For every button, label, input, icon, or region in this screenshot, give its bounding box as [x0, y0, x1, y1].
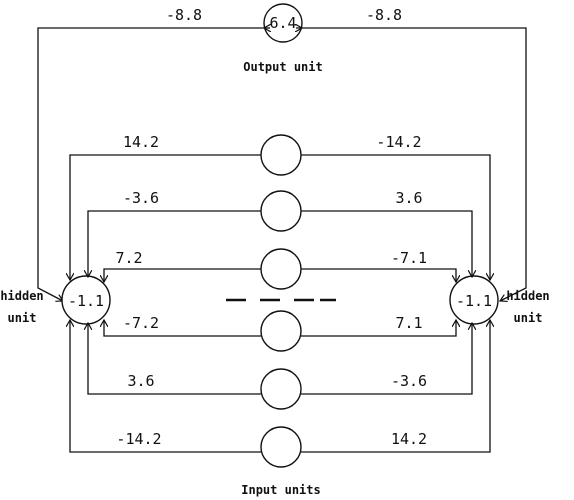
input-unit-1 [260, 134, 302, 176]
input-6-weight-left: -14.2 [116, 430, 161, 448]
input-2-weight-left: -3.6 [123, 189, 159, 207]
input-3-to-left-hidden-link [104, 268, 261, 282]
input-6-to-left-hidden-link [70, 320, 261, 453]
output-to-left-hidden-link [37, 27, 264, 301]
output-unit-value: 6.4 [269, 14, 296, 32]
hidden-unit-left-caption-1: hidden [0, 289, 43, 303]
hidden-unit-right-caption-2: unit [514, 311, 543, 325]
hidden-unit-right-caption-1: hidden [506, 289, 549, 303]
input-1-weight-left: 14.2 [123, 133, 159, 151]
input-unit-4 [260, 310, 302, 352]
input-5-weight-left: 3.6 [127, 372, 154, 390]
input-5-weight-right: -3.6 [391, 372, 427, 390]
input-1-to-left-hidden-link [70, 154, 261, 280]
input-6-weight-right: 14.2 [391, 430, 427, 448]
hidden-unit-right-value: -1.1 [456, 292, 492, 310]
input-unit-5 [260, 368, 302, 410]
input-unit-2 [260, 190, 302, 232]
hidden-unit-left-caption-2: unit [8, 311, 37, 325]
input-unit-3 [260, 248, 302, 290]
input-5-to-left-hidden-link [88, 323, 261, 395]
input-3-to-right-hidden-link [301, 268, 456, 282]
input-2-to-left-hidden-link [88, 210, 261, 277]
input-1-to-right-hidden-link [301, 154, 490, 280]
output-weight-left: -8.8 [166, 6, 202, 24]
input-6-to-right-hidden-link [301, 320, 490, 453]
output-to-right-hidden-link [302, 27, 527, 301]
output-weight-right: -8.8 [366, 6, 402, 24]
input-units-caption: Input units [241, 483, 320, 497]
input-5-to-right-hidden-link [301, 323, 472, 395]
input-4-to-right-hidden-link [301, 320, 456, 337]
hidden-unit-left-value: -1.1 [68, 292, 104, 310]
input-4-to-left-hidden-link [104, 320, 261, 337]
output-unit-caption: Output unit [243, 60, 322, 74]
input-2-to-right-hidden-link [301, 210, 472, 277]
input-2-weight-right: 3.6 [395, 189, 422, 207]
input-4-weight-right: 7.1 [395, 314, 422, 332]
input-1-weight-right: -14.2 [376, 133, 421, 151]
input-3-weight-right: -7.1 [391, 249, 427, 267]
input-unit-6 [260, 426, 302, 468]
output-unit-node [263, 3, 303, 43]
input-3-weight-left: 7.2 [115, 249, 142, 267]
input-4-weight-left: -7.2 [123, 314, 159, 332]
